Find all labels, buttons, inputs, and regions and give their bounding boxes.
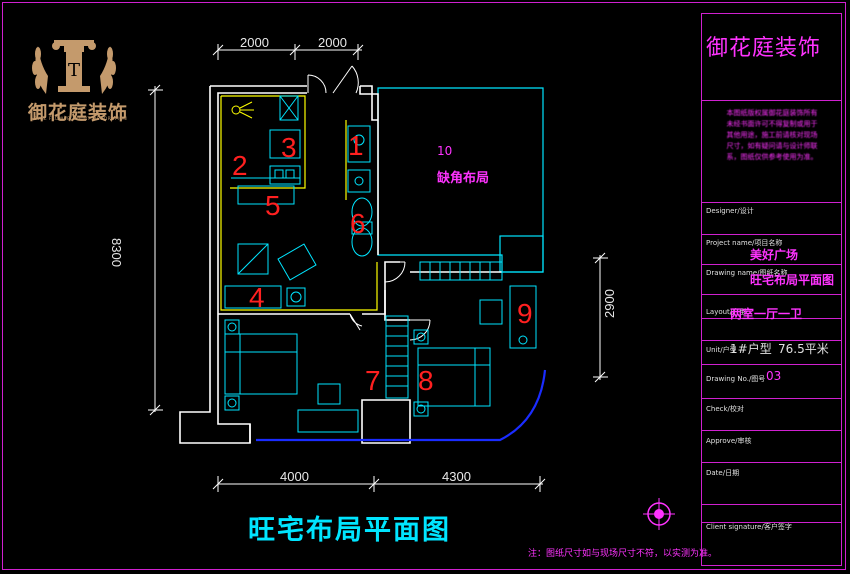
plan-title: 旺宅布局平面图: [248, 515, 451, 546]
layout-value: 两室一厅一卫: [730, 307, 803, 321]
notice-line: 其他用途，施工前请核对现场: [726, 131, 818, 139]
drawing-no-value: 03: [766, 369, 782, 383]
doors: [307, 65, 431, 341]
client-signature-label: Client signature/客户签字: [706, 523, 792, 531]
dim-bottom-right: 4300: [442, 469, 471, 484]
walls: [179, 85, 502, 444]
furniture: [224, 95, 537, 433]
drawing-name-value: 旺宅布局平面图: [750, 273, 835, 287]
dim-right: 2900: [601, 289, 617, 318]
logo-subtitle: ROYAL FLOWER COURT DECORATION: [30, 117, 128, 122]
logo-name: 御花庭装饰: [28, 102, 129, 124]
shower-icon: [231, 101, 254, 119]
project-value: 美好广场: [750, 248, 799, 262]
room-number-4: 4: [249, 282, 265, 313]
dim-left: 8300: [109, 238, 124, 267]
room-number-9: 9: [517, 298, 533, 329]
floor-plan: [148, 44, 675, 530]
project-label: Project name/项目名称: [706, 239, 783, 247]
room-number-6: 6: [350, 208, 366, 239]
kitchen-bath-walls: [220, 95, 378, 311]
notice-line: 未经书面许可不得复制或用于: [726, 120, 818, 128]
corner-area-label: 缺角布局: [437, 171, 490, 186]
dim-top-right: 2000: [318, 35, 347, 50]
drawing-note: 注：图纸尺寸如与现场尺寸不符，以实测为准。: [528, 549, 718, 559]
windows: [256, 369, 547, 442]
area-value: 76.5平米: [778, 342, 829, 356]
room-number-3: 3: [281, 132, 297, 163]
room-number-8: 8: [418, 365, 434, 396]
room-number-2: 2: [232, 150, 248, 181]
compass-icon: [643, 498, 675, 530]
check-label: Check/校对: [706, 405, 744, 413]
dimension-lines: [148, 44, 608, 492]
designer-label: Designer/设计: [706, 207, 754, 215]
date-label: Date/日期: [706, 469, 740, 477]
notice-line: 系，图纸仅供参考使用为准。: [726, 153, 818, 161]
corner-area-number: 10: [437, 144, 453, 158]
title-block: [701, 13, 842, 566]
copyright-notice: 本图纸版权属御花庭装饰所有 未经书面许可不得复制或用于 其他用途，施工前请核对现…: [712, 108, 832, 163]
layout-label: Layout/户型: [706, 308, 747, 316]
room-number-7: 7: [365, 365, 381, 396]
unit-value: 1#户型: [730, 342, 772, 356]
drawing-name-label: Drawing name/图纸名称: [706, 269, 788, 277]
room-number-1: 1: [348, 130, 364, 161]
brand-name: 御花庭装饰: [706, 36, 822, 61]
approve-label: Approve/审核: [706, 437, 752, 445]
unit-label: Unit/户型: [706, 346, 737, 354]
notice-line: 尺寸，如有疑问请与设计师联: [726, 142, 818, 150]
notice-line: 本图纸版权属御花庭装饰所有: [726, 109, 818, 117]
dim-top-left: 2000: [240, 35, 269, 50]
dim-bottom-left: 4000: [280, 469, 309, 484]
svg-text:T: T: [68, 60, 80, 81]
room-number-5: 5: [265, 190, 281, 221]
drawing-no-label: Drawing No./图号: [706, 375, 766, 383]
laurel-column-emblem-icon: T: [32, 40, 116, 94]
